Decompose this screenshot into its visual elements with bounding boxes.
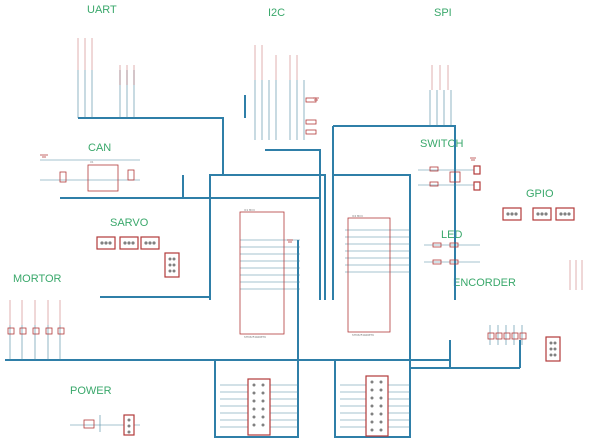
encoder-connector — [545, 336, 561, 362]
switch-parts — [429, 165, 481, 191]
section-label-uart: UART — [87, 4, 117, 16]
i2c-resistors — [305, 97, 317, 135]
right-header-connector — [365, 375, 389, 437]
servo-connectors — [96, 236, 180, 278]
section-label-encorder: ENCORDER — [453, 277, 516, 289]
mcu-right: IC2 MCU STM32F446RET6 — [347, 214, 391, 337]
section-label-can: CAN — [88, 142, 111, 154]
can-transceiver: U1 — [59, 160, 135, 192]
gpio-connectors — [502, 207, 575, 221]
left-header-connector — [247, 378, 271, 436]
encoder-terminal-blocks — [487, 332, 527, 340]
svg-text:IC2 MCU: IC2 MCU — [352, 214, 363, 218]
svg-text:U1: U1 — [90, 160, 94, 164]
svg-text:IC1 MCU: IC1 MCU — [244, 208, 255, 212]
svg-text:STM32F446RET6: STM32F446RET6 — [244, 335, 266, 339]
motor-terminal-blocks — [7, 327, 65, 335]
signal-wires — [9, 70, 523, 432]
section-label-switch: SWITCH — [420, 138, 463, 150]
bus-lines — [5, 95, 521, 438]
section-label-gpio: GPIO — [526, 188, 554, 200]
power-parts — [83, 414, 135, 436]
section-label-led: LED — [441, 229, 462, 241]
section-label-i2c: I2C — [268, 7, 285, 19]
svg-text:STM32F446RET6: STM32F446RET6 — [352, 333, 374, 337]
led-parts — [432, 242, 459, 265]
section-label-spi: SPI — [434, 7, 452, 19]
section-label-sarvo: SARVO — [110, 217, 149, 229]
mcu-left: IC1 MCU STM32F446RET6 — [239, 208, 285, 339]
ground-markers — [40, 97, 476, 243]
section-label-mortor: MORTOR — [13, 273, 62, 285]
net-label-stubs — [9, 38, 583, 325]
section-label-power: POWER — [70, 385, 112, 397]
